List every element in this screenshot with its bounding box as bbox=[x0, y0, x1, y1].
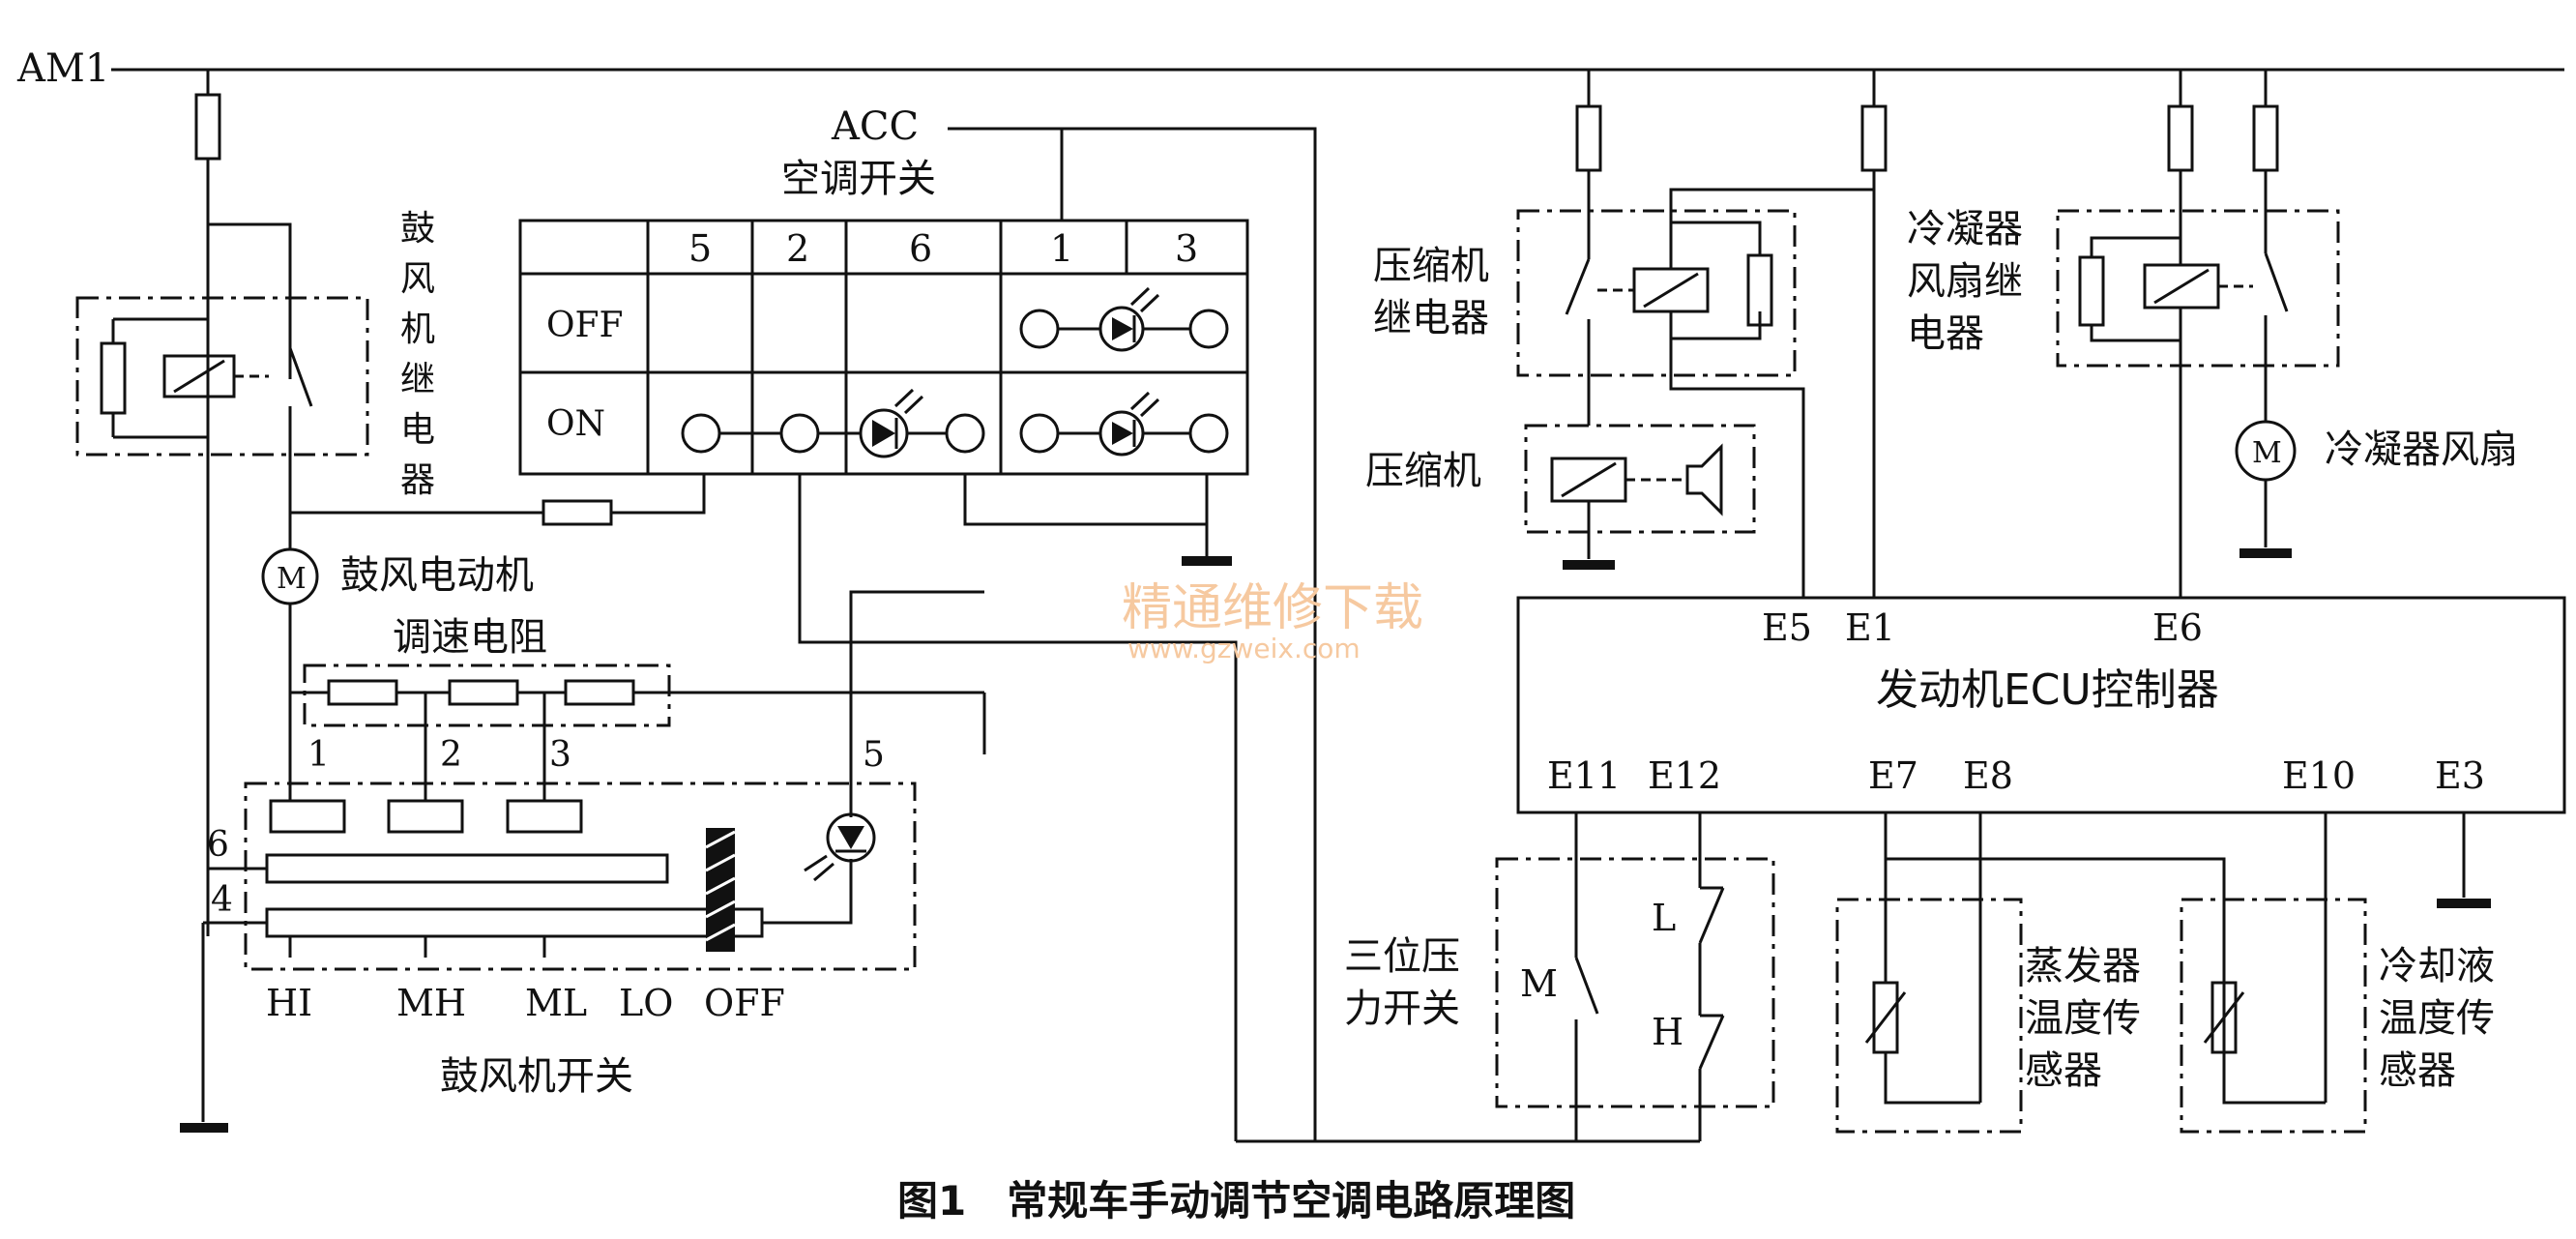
blower-relay-label-4: 继 bbox=[400, 360, 435, 399]
condenser-fan-label: 冷凝器风扇 bbox=[2325, 428, 2518, 472]
blower-relay-label-6: 器 bbox=[400, 460, 435, 500]
pressure-switch-label-1: 三位压 bbox=[1344, 934, 1460, 979]
watermark-url: www.gzweix.com bbox=[1127, 633, 1361, 664]
e11-label: E11 bbox=[1547, 754, 1621, 797]
blower-motor-m: M bbox=[277, 562, 307, 596]
condenser-relay-label-2: 风扇继 bbox=[1907, 259, 2023, 304]
speed-resistor bbox=[288, 664, 986, 801]
compressor-label: 压缩机 bbox=[1365, 449, 1481, 493]
evaporator-sensor-label-2: 温度传 bbox=[2025, 996, 2141, 1041]
coolant-sensor-label-2: 温度传 bbox=[2379, 996, 2495, 1041]
ecu-label: 发动机ECU控制器 bbox=[1876, 665, 2219, 715]
condenser-fan-relay bbox=[2056, 170, 2340, 598]
condenser-motor-m: M bbox=[2252, 436, 2282, 470]
pressure-switch bbox=[1495, 812, 1775, 1143]
tap-2-label: 2 bbox=[440, 735, 462, 775]
e6-label: E6 bbox=[2152, 606, 2203, 649]
e7-label: E7 bbox=[1868, 754, 1918, 797]
relay-coil-feed bbox=[208, 222, 292, 379]
speed-resistor-label: 调速电阻 bbox=[393, 615, 547, 660]
condenser-relay-label-1: 冷凝器 bbox=[1907, 207, 2023, 251]
on-row-contacts bbox=[681, 388, 1229, 458]
compressor-relay bbox=[1516, 170, 1876, 598]
ecu-box bbox=[1516, 596, 2566, 814]
pos-lo-label: LO bbox=[619, 982, 673, 1024]
ecu-return-wire bbox=[1236, 1093, 1578, 1143]
blower-switch-lamp-icon bbox=[804, 754, 876, 882]
e5-label: E5 bbox=[1762, 606, 1812, 649]
switch-ground-wire bbox=[963, 474, 1207, 526]
off-row-contacts bbox=[1019, 286, 1229, 352]
blower-relay-label-1: 鼓 bbox=[400, 209, 435, 249]
switch-m-label: M bbox=[1520, 962, 1558, 1005]
condenser-fuses bbox=[2167, 70, 2279, 172]
tap-5-label: 5 bbox=[863, 735, 885, 775]
evaporator-sensor-label-3: 感器 bbox=[2025, 1048, 2102, 1093]
compressor-fuses bbox=[1575, 70, 1888, 172]
coolant-sensor-label-3: 感器 bbox=[2379, 1048, 2456, 1093]
blower-motor-label: 鼓风电动机 bbox=[340, 553, 534, 598]
blower-relay-label-2: 风 bbox=[400, 259, 435, 299]
pos-ml-label: ML bbox=[525, 982, 587, 1024]
compressor-relay-label-1: 压缩机 bbox=[1373, 244, 1489, 288]
blower-fuse bbox=[194, 70, 221, 936]
acc-label: ACC bbox=[831, 104, 919, 149]
e10-label: E10 bbox=[2282, 754, 2356, 797]
pin-6-label: 6 bbox=[207, 825, 229, 865]
tap-3-label: 3 bbox=[549, 735, 571, 775]
blower-switch bbox=[203, 782, 917, 971]
e3-label: E3 bbox=[2435, 754, 2485, 797]
pos-mh-label: MH bbox=[396, 982, 466, 1024]
am1-label: AM1 bbox=[16, 46, 109, 91]
watermark-title: 精通维修下载 bbox=[1122, 579, 1423, 637]
pressure-switch-label-2: 力开关 bbox=[1344, 987, 1460, 1031]
col-3-label: 3 bbox=[1175, 227, 1198, 270]
col-2-label: 2 bbox=[786, 227, 809, 270]
switch-pin5-wire bbox=[611, 474, 706, 515]
blower-relay-label-5: 电 bbox=[400, 410, 435, 450]
evaporator-sensor-label-1: 蒸发器 bbox=[2025, 944, 2141, 988]
ac-switch-label: 空调开关 bbox=[781, 157, 936, 201]
compressor-clutch bbox=[1524, 424, 1756, 559]
switch-fuse bbox=[542, 499, 613, 526]
switch-pin2-wire bbox=[798, 474, 1238, 1141]
blower-relay bbox=[75, 296, 369, 513]
e8-label: E8 bbox=[1963, 754, 2013, 797]
col-5-label: 5 bbox=[688, 227, 712, 270]
coolant-sensor bbox=[2180, 812, 2367, 1134]
col-6-label: 6 bbox=[909, 227, 932, 270]
tap-1-label: 1 bbox=[307, 735, 330, 775]
switch-l-label: L bbox=[1652, 897, 1676, 939]
pos-hi-label: HI bbox=[266, 982, 312, 1024]
row-off-label: OFF bbox=[546, 306, 623, 345]
pin-4-label: 4 bbox=[211, 880, 233, 920]
row-on-label: ON bbox=[546, 404, 605, 444]
lamp5-wire bbox=[849, 590, 984, 754]
ac-switch-table bbox=[518, 219, 1249, 476]
e1-label: E1 bbox=[1845, 606, 1895, 649]
coolant-sensor-label-1: 冷却液 bbox=[2379, 944, 2495, 988]
pos-off-label: OFF bbox=[704, 982, 785, 1024]
e12-label: E12 bbox=[1648, 754, 1721, 797]
col-1-label: 1 bbox=[1050, 227, 1073, 270]
condenser-relay-label-3: 电器 bbox=[1907, 311, 1984, 356]
switch-h-label: H bbox=[1652, 1011, 1683, 1053]
compressor-relay-label-2: 继电器 bbox=[1373, 296, 1489, 340]
blower-relay-label-3: 机 bbox=[400, 310, 435, 349]
figure-caption: 图1 常规车手动调节空调电路原理图 bbox=[897, 1177, 1575, 1224]
blower-switch-label: 鼓风机开关 bbox=[440, 1054, 633, 1099]
